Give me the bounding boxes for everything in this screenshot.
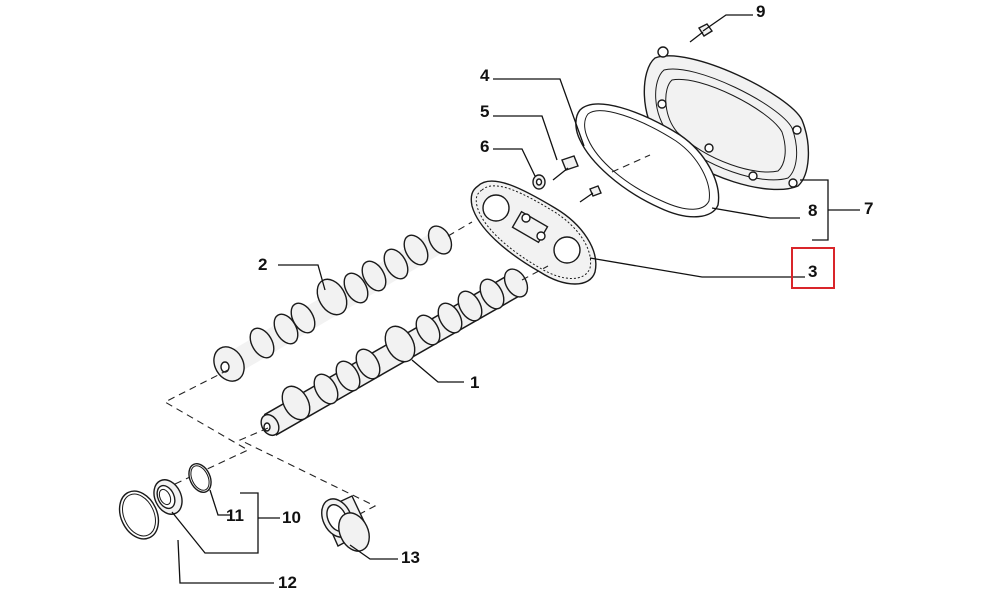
seal-ring-icon[interactable] <box>149 475 188 519</box>
callout-7[interactable]: 7 <box>864 199 873 218</box>
callout-6[interactable]: 6 <box>480 137 489 156</box>
leader-lines <box>171 14 860 584</box>
camshaft-icon[interactable] <box>208 222 456 387</box>
callout-1[interactable]: 1 <box>470 373 479 392</box>
timing-chain-icon[interactable] <box>470 180 597 285</box>
washer-icon[interactable] <box>532 174 546 190</box>
callout-12[interactable]: 12 <box>278 573 297 592</box>
callout-9[interactable]: 9 <box>756 2 765 21</box>
seal-ring-icon[interactable] <box>185 460 216 496</box>
seal-ring-icon[interactable] <box>112 485 166 546</box>
callout-11[interactable]: 11 <box>226 506 244 525</box>
callout-8[interactable]: 8 <box>808 201 817 220</box>
callout-13[interactable]: 13 <box>401 548 420 567</box>
callout-5[interactable]: 5 <box>480 102 489 121</box>
callout-10[interactable]: 10 <box>282 508 301 527</box>
gasket-icon[interactable] <box>575 103 720 218</box>
bolt-icon[interactable] <box>579 185 602 203</box>
dashed-guide-lines <box>163 154 651 517</box>
callout-4[interactable]: 4 <box>480 66 490 85</box>
callout-3[interactable]: 3 <box>808 262 817 281</box>
bearing-icon[interactable] <box>316 494 375 556</box>
camshaft-icon[interactable] <box>258 265 533 439</box>
highlight-box <box>791 247 835 289</box>
bolt-icon[interactable] <box>552 155 579 181</box>
callout-2[interactable]: 2 <box>258 255 267 274</box>
